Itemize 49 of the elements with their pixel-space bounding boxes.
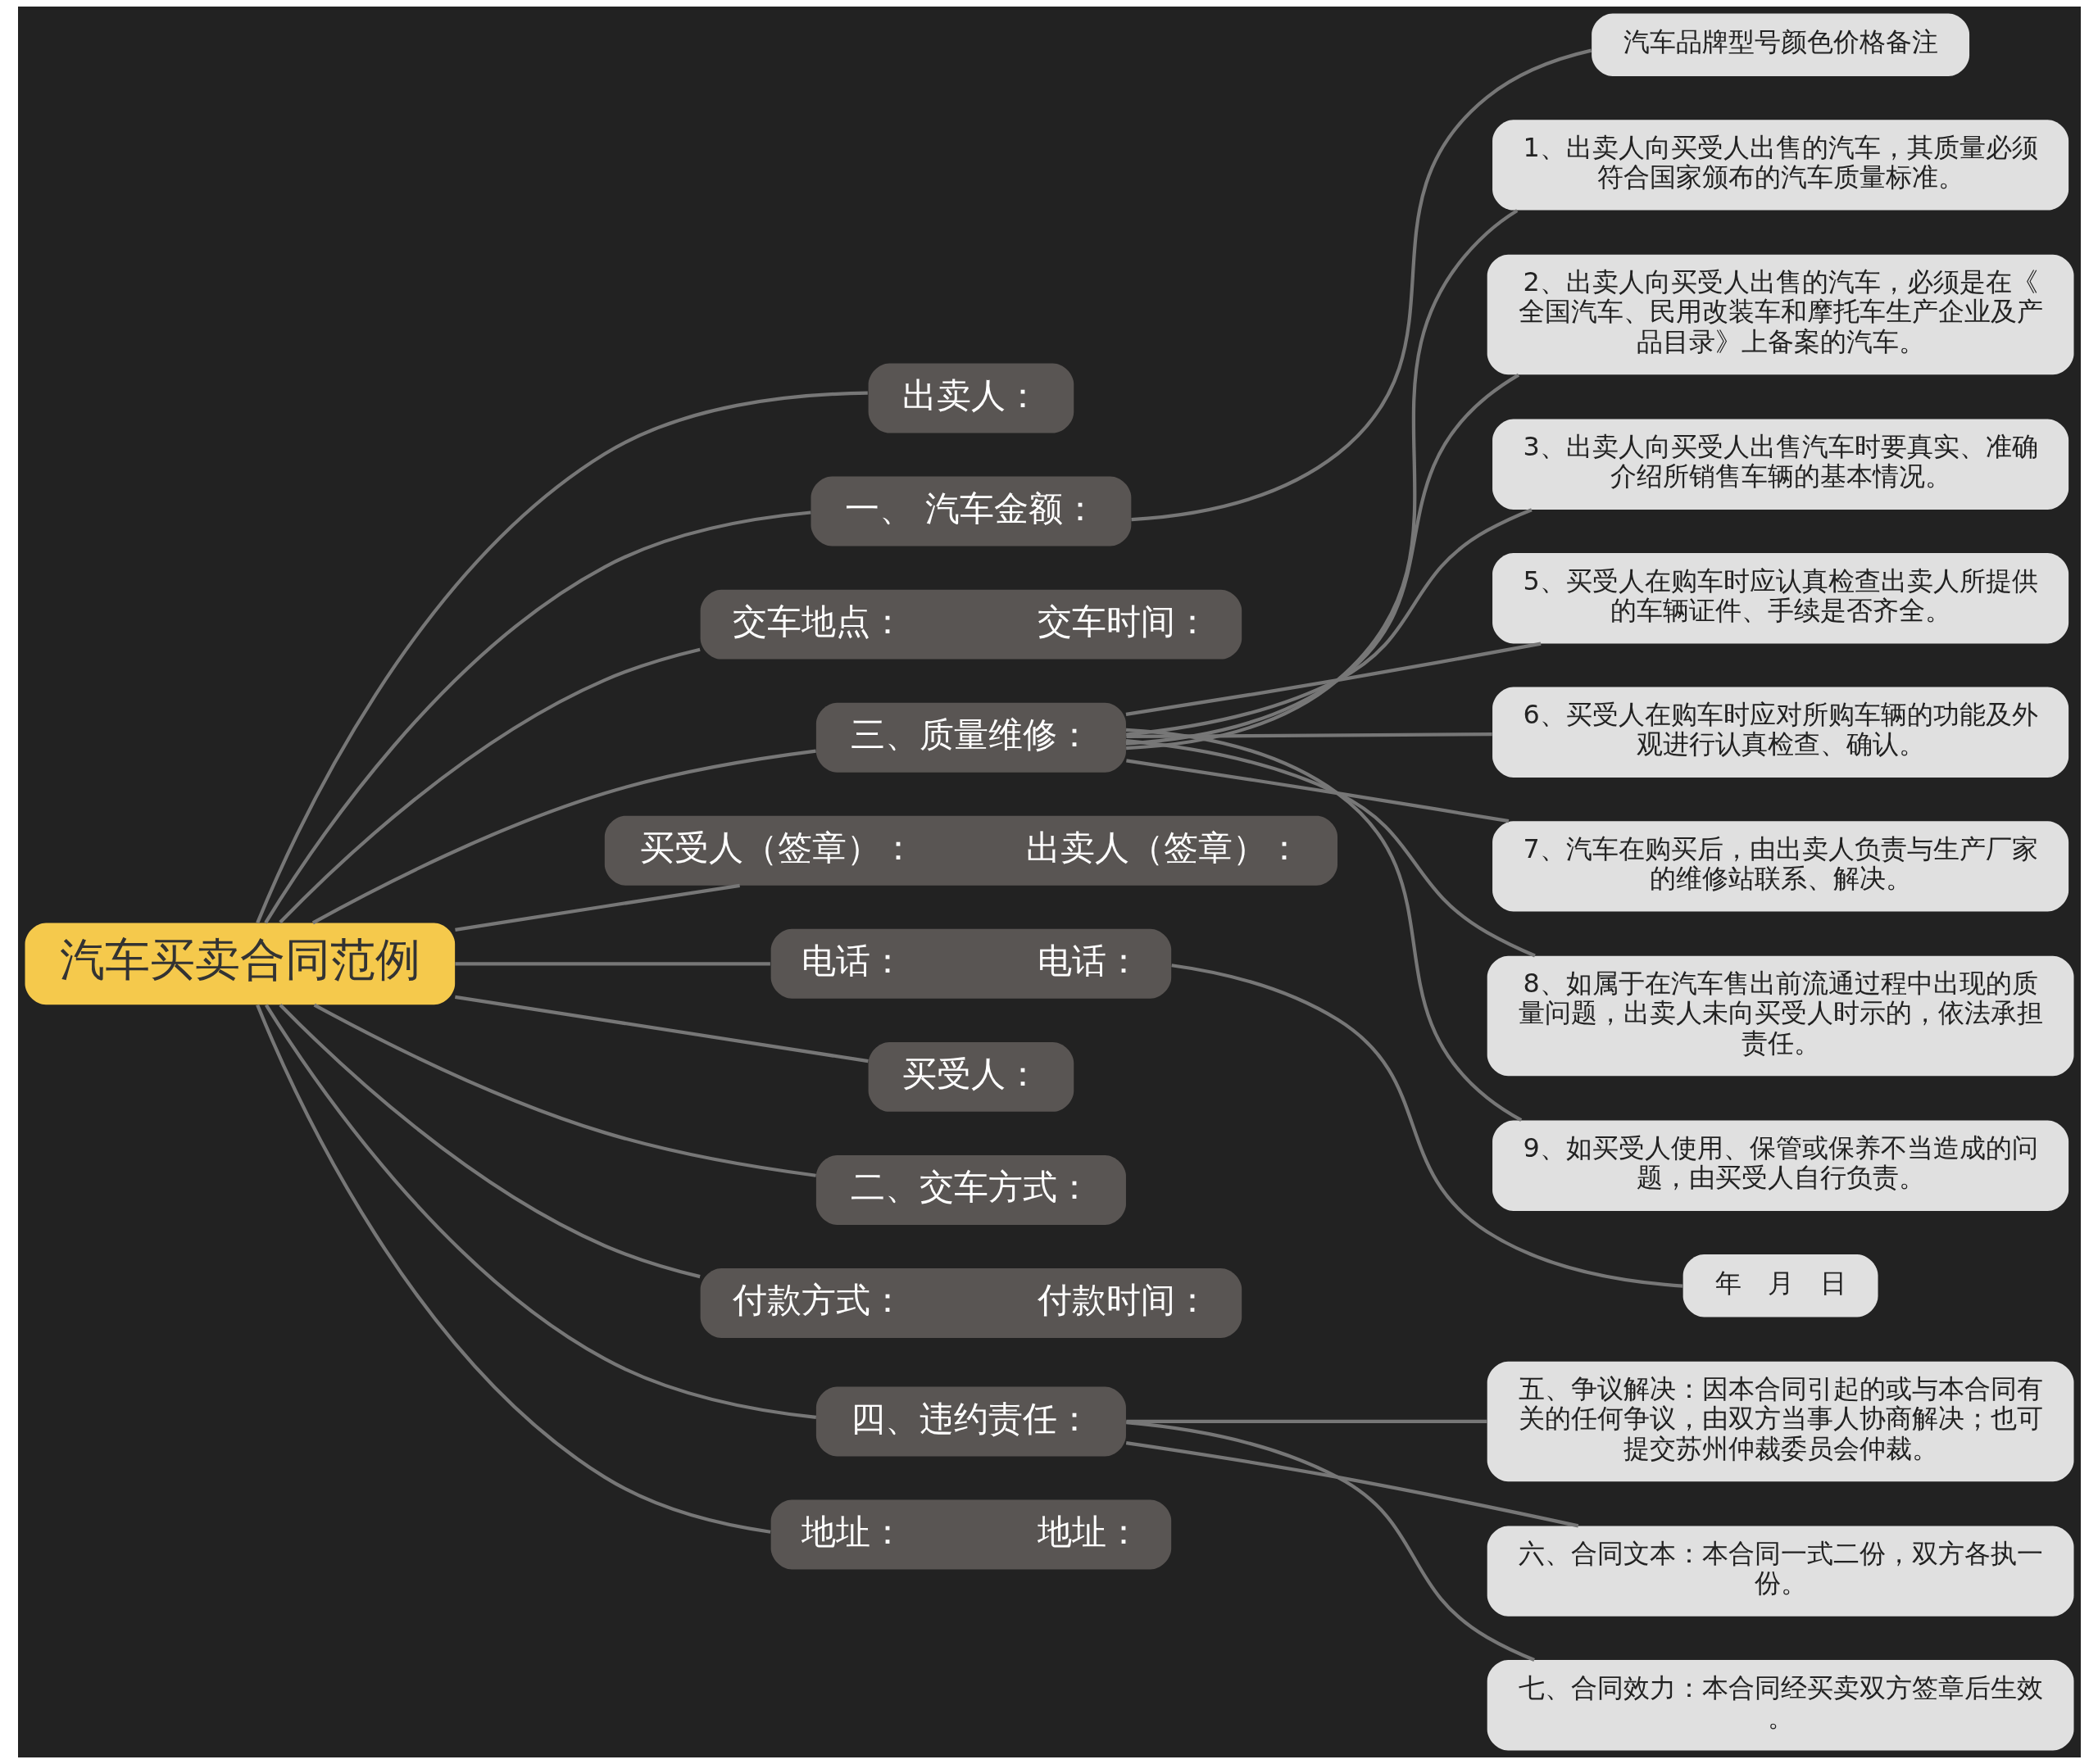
connector (311, 749, 816, 925)
node-box: 1、出卖人向买受人出售的汽车，其质量必须符合国家颁布的汽车质量标准。 (1492, 120, 2068, 211)
connector (454, 962, 770, 966)
node-box: 地址： 地址： (770, 1499, 1171, 1570)
node-box: 一、 汽车金额： (811, 476, 1131, 546)
connector (1125, 728, 1522, 1122)
connector (1125, 508, 1533, 737)
connector (1125, 759, 1509, 823)
connector (1130, 48, 1592, 522)
connector (1125, 642, 1541, 716)
node-box: 出卖人： (868, 363, 1074, 433)
connector (1125, 1440, 1578, 1528)
connector (1125, 209, 1518, 750)
node-box: 二、交车方式： (815, 1155, 1126, 1225)
node-box: 四、违约责任： (815, 1386, 1126, 1457)
connector (1125, 732, 1492, 739)
node-box: 买受人（签章）： 出卖人（签章）： (604, 815, 1337, 886)
node-box: 付款方式： 付款时间： (700, 1268, 1242, 1338)
connector (454, 883, 740, 932)
node-box: 7、汽车在购买后，由出卖人负责与生产厂家的维修站联系、解决。 (1492, 821, 2068, 912)
connector (1170, 964, 1683, 1288)
node-box: 六、合同文本：本合同一式二份，双方各执一份。 (1487, 1526, 2073, 1617)
node-box: 6、买受人在购车时应对所购车辆的功能及外观进行认真检查、确认。 (1492, 687, 2068, 778)
connector (255, 1004, 770, 1534)
node-box: 汽车买卖合同范例 (25, 923, 455, 1005)
node-box: 汽车品牌型号颜色价格备注 (1591, 13, 1969, 77)
node-box: 年 月 日 (1682, 1254, 1878, 1317)
connector (264, 1004, 816, 1419)
node-box: 三、质量维修： (815, 702, 1126, 773)
connector (263, 510, 811, 924)
connector (454, 995, 869, 1063)
connector (278, 1003, 701, 1279)
connector (255, 391, 868, 924)
node-box: 交车地点： 交车时间： (700, 589, 1242, 660)
connector (1125, 373, 1519, 746)
node-box: 五、争议解决：因本合同引起的或与本合同有关的任何争议，由双方当事人协商解决；也可提交苏州仲裁委员会仲裁。 (1487, 1361, 2073, 1482)
node-box: 买受人： (868, 1041, 1074, 1112)
node-box: 七、合同效力：本合同经买卖双方签章后生效。 (1487, 1659, 2073, 1751)
connector (313, 1003, 816, 1177)
connector (278, 647, 701, 924)
connector (1125, 1421, 1535, 1662)
node-box: 5、买受人在购车时应认真检查出卖人所提供的车辆证件、手续是否齐全。 (1492, 553, 2068, 644)
connector (1125, 739, 1536, 958)
node-box: 9、如买受人使用、保管或保养不当造成的问题，由买受人自行负责。 (1492, 1120, 2068, 1211)
node-box: 3、出卖人向买受人出售汽车时要真实、准确介绍所销售车辆的基本情况。 (1492, 419, 2068, 510)
node-box: 2、出卖人向买受人出售的汽车，必须是在《全国汽车、民用改装车和摩托车生产企业及产品目录》上备案的汽车。 (1487, 254, 2073, 375)
node-box: 8、如属于在汽车售出前流通过程中出现的质量问题，出卖人未向买受人时示的，依法承担责任。 (1487, 955, 2073, 1077)
node-box: 电话： 电话： (770, 928, 1171, 999)
connector (1125, 1419, 1487, 1424)
